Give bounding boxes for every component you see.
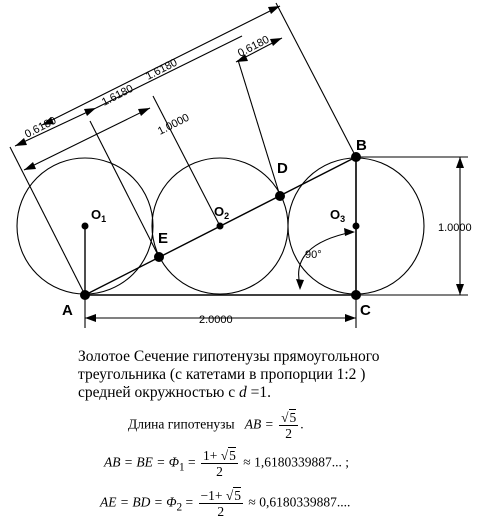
label-o1: O1 bbox=[91, 207, 106, 224]
label-b: B bbox=[356, 137, 367, 154]
caption-line-3: средней окружностью с d =1. bbox=[78, 384, 271, 401]
label-e: E bbox=[158, 230, 168, 247]
dim-line-middle bbox=[23, 107, 151, 171]
dim-line-left-long bbox=[95, 35, 243, 109]
label-d: D bbox=[277, 160, 288, 177]
point-c-dot bbox=[351, 290, 361, 300]
label-c: C bbox=[360, 302, 371, 319]
point-b-dot bbox=[351, 152, 361, 162]
angle-label: 90° bbox=[305, 249, 322, 261]
dim-middle-label: 1.0000 bbox=[156, 112, 191, 138]
point-d-dot bbox=[275, 191, 285, 201]
dim-top-long-label: 1.6180 bbox=[144, 57, 179, 83]
dim-right-label: 1.0000 bbox=[438, 222, 472, 234]
golden-section-diagram: A B C D E O1 O2 O3 1.6180 0.6180 0.6180 … bbox=[9, 2, 472, 328]
center-o1-dot bbox=[81, 222, 89, 230]
dim-line-left-short bbox=[14, 107, 97, 147]
point-e-dot bbox=[154, 252, 164, 262]
label-o3: O3 bbox=[330, 207, 345, 224]
caption-line-1: Золотое Сечение гипотенузы прямоугольног… bbox=[78, 348, 380, 365]
angle-arc bbox=[298, 231, 353, 286]
point-a-dot bbox=[80, 290, 90, 300]
dim-bottom-label: 2.0000 bbox=[199, 314, 233, 326]
label-o2: O2 bbox=[214, 204, 229, 221]
dim-top-short-label: 0.6180 bbox=[236, 34, 271, 60]
caption: Золотое Сечение гипотенузы прямоугольног… bbox=[78, 348, 473, 402]
center-o3-dot bbox=[352, 222, 360, 230]
caption-line-2: треугольника (с катетами в пропорции 1:2… bbox=[78, 366, 366, 383]
center-o2-dot bbox=[216, 222, 224, 230]
dim-left-short-label: 0.6180 bbox=[23, 115, 58, 141]
dim-line-top bbox=[41, 5, 281, 126]
label-a: A bbox=[62, 302, 73, 319]
